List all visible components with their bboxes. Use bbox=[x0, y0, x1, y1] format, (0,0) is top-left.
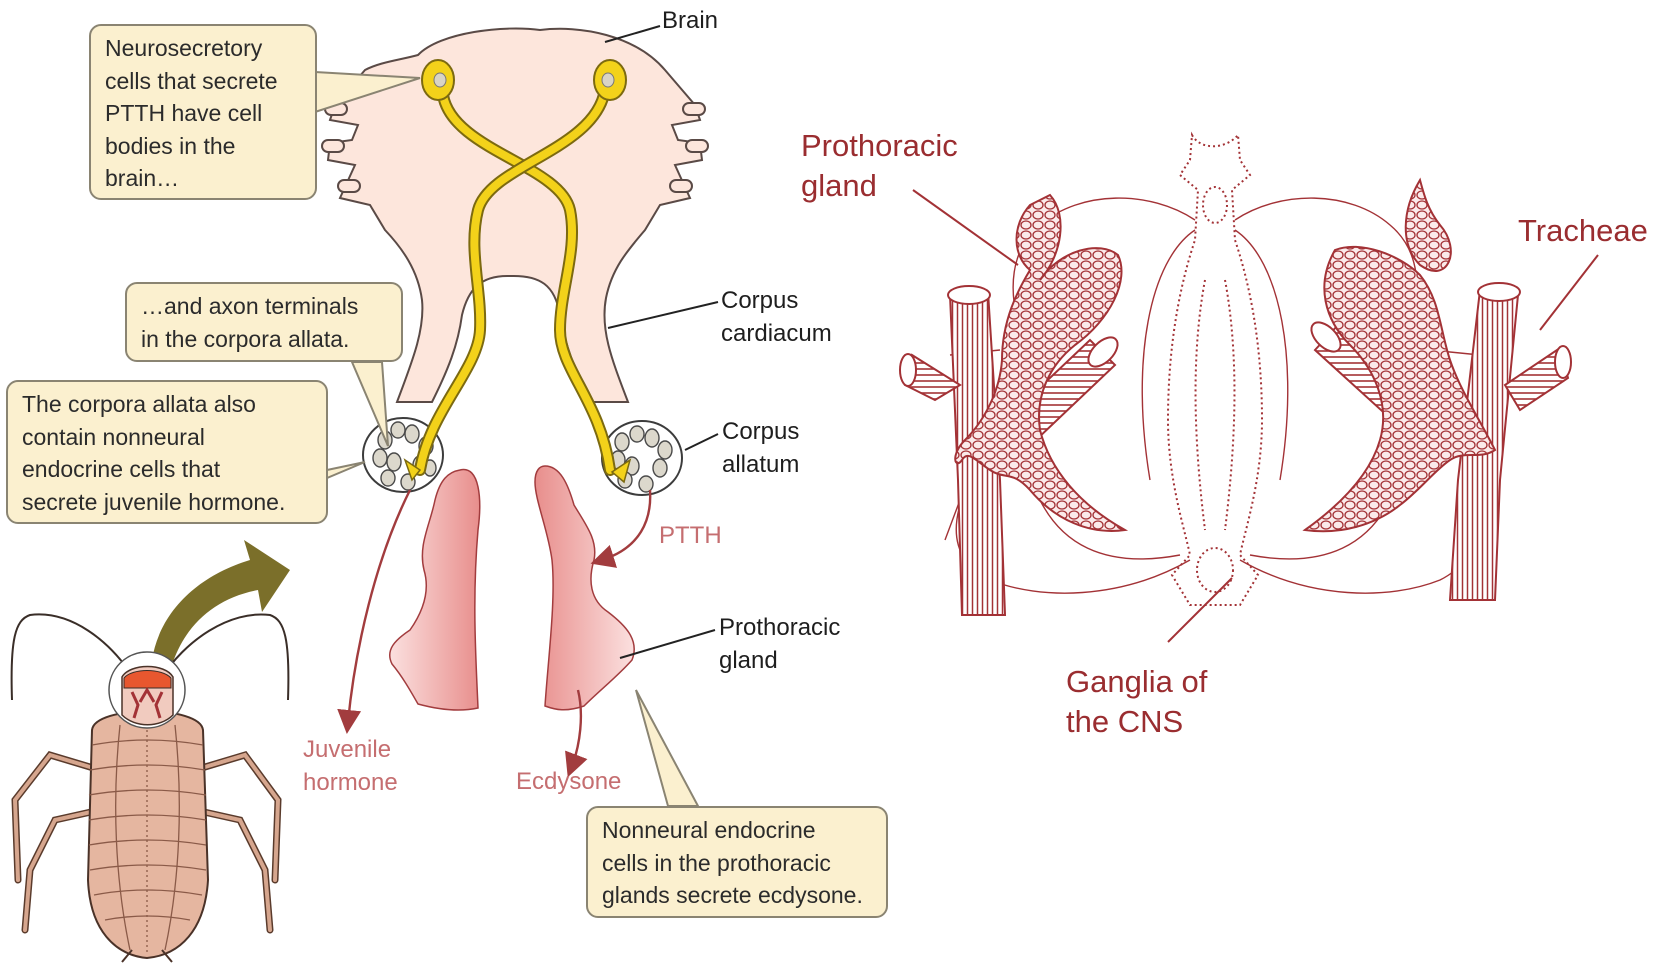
prothoracic-gland-right bbox=[535, 466, 634, 710]
callout-neurosecretory-cells: Neurosecretory cells that secrete PTTH h… bbox=[89, 24, 317, 200]
label-ganglia-cns: Ganglia of the CNS bbox=[1066, 662, 1207, 742]
label-ecdysone: Ecdysone bbox=[516, 765, 621, 798]
label-prothoracic-gland-left: Prothoracic gland bbox=[719, 611, 840, 677]
cns-ganglia bbox=[1168, 135, 1262, 605]
callout-corpora-allata: The corpora allata also contain nonneura… bbox=[6, 380, 328, 524]
label-corpus-cardiacum: Corpus cardiacum bbox=[721, 284, 832, 350]
label-corpus-allatum: Corpus allatum bbox=[722, 415, 799, 481]
zoom-arrow bbox=[152, 540, 290, 665]
label-prothoracic-gland-right: Prothoracic gland bbox=[801, 126, 958, 206]
brain-schematic bbox=[315, 26, 718, 806]
label-juvenile-hormone: Juvenile hormone bbox=[303, 733, 398, 799]
label-ptth: PTTH bbox=[659, 519, 722, 552]
label-brain: Brain bbox=[662, 4, 718, 37]
cockroach-illustration bbox=[12, 614, 289, 962]
callout-axon-terminals: …and axon terminals in the corpora allat… bbox=[125, 282, 403, 362]
label-tracheae: Tracheae bbox=[1518, 211, 1648, 251]
prothoracic-drawing bbox=[900, 135, 1598, 642]
callout-nonneural-endocrine: Nonneural endocrine cells in the prothor… bbox=[586, 806, 888, 918]
